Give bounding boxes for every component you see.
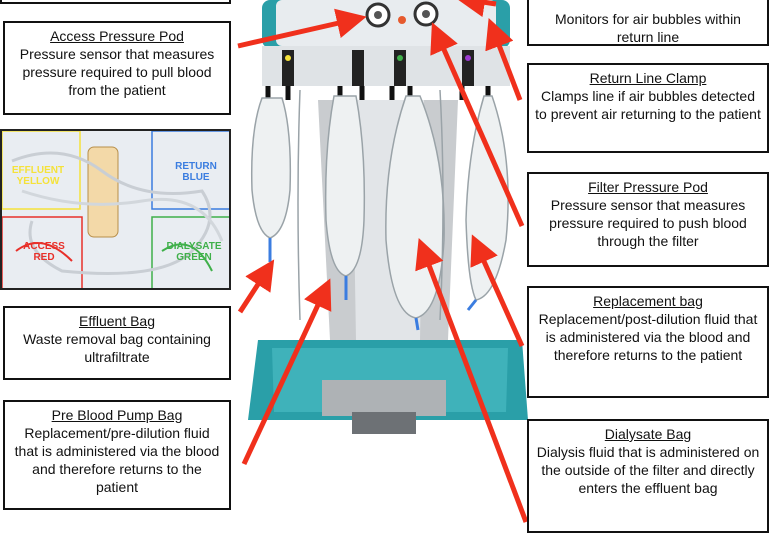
effluent-bag-label: Effluent Bag Waste removal bag containin… bbox=[3, 306, 231, 380]
pre-blood-pump-bag-title: Pre Blood Pump Bag bbox=[51, 407, 183, 423]
filter-pressure-pod-desc: Pressure sensor that measures pressure r… bbox=[549, 197, 747, 249]
access-pressure-pod-title: Access Pressure Pod bbox=[50, 28, 184, 44]
pre-blood-pump-bag bbox=[324, 95, 366, 277]
access-pressure-pod-label: Access Pressure Pod Pressure sensor that… bbox=[3, 21, 231, 115]
pre-blood-pump-bag-desc: Replacement/pre-dilution fluid that is a… bbox=[14, 425, 220, 495]
access-pressure-pod-desc: Pressure sensor that measures pressure r… bbox=[19, 46, 215, 98]
replacement-bag-title: Replacement bag bbox=[593, 293, 703, 309]
return-line-clamp-desc: Clamps line if air bubbles detected to p… bbox=[535, 88, 761, 122]
air-detector-desc: Monitors for air bubbles within return l… bbox=[555, 11, 741, 45]
replacement-bag bbox=[465, 95, 509, 301]
tubing-set-drawing bbox=[2, 131, 229, 288]
filter-pressure-pod-label: Filter Pressure Pod Pressure sensor that… bbox=[527, 172, 769, 267]
air-detector-label: Monitors for air bubbles within return l… bbox=[527, 0, 769, 46]
access-red-tag: ACCESS RED bbox=[23, 241, 65, 263]
effluent-bag-title: Effluent Bag bbox=[78, 313, 156, 329]
effluent-bag bbox=[250, 97, 292, 239]
dialysate-green-tag: DIALYSATE GREEN bbox=[166, 241, 222, 263]
replacement-bag-label: Replacement bag Replacement/post-dilutio… bbox=[527, 286, 769, 398]
replacement-bag-desc: Replacement/post-dilution fluid that is … bbox=[538, 311, 758, 363]
filter-pressure-pod-title: Filter Pressure Pod bbox=[588, 179, 708, 195]
dialysate-bag-desc: Dialysis fluid that is administered on t… bbox=[536, 444, 760, 496]
return-blue-tag: RETURN BLUE bbox=[175, 161, 217, 183]
return-line-clamp-title: Return Line Clamp bbox=[589, 70, 707, 86]
dialysate-bag-label: Dialysate Bag Dialysis fluid that is adm… bbox=[527, 419, 769, 533]
top-left-box-edge bbox=[0, 0, 231, 4]
effluent-yellow-tag: EFFLUENT YELLOW bbox=[11, 165, 65, 187]
dialysate-bag-title: Dialysate Bag bbox=[604, 426, 692, 442]
return-line-clamp-label: Return Line Clamp Clamps line if air bub… bbox=[527, 63, 769, 153]
tubing-set-photo: EFFLUENT YELLOW RETURN BLUE ACCESS RED D… bbox=[0, 129, 231, 290]
pre-blood-pump-bag-label: Pre Blood Pump Bag Replacement/pre-dilut… bbox=[3, 400, 231, 510]
effluent-bag-desc: Waste removal bag containing ultrafiltra… bbox=[23, 331, 211, 365]
